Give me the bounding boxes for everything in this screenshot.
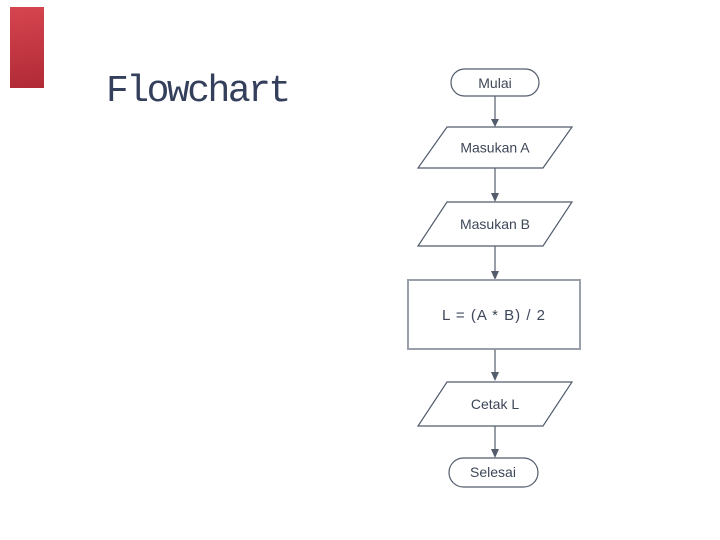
connector-process-to-output: [491, 349, 499, 381]
accent-bar: [10, 7, 44, 88]
terminator-shape: [448, 457, 539, 488]
flowchart-node-end: Selesai: [448, 457, 539, 488]
connector-start-to-input-a: [491, 96, 499, 127]
node-label-start: Mulai: [478, 75, 511, 91]
arrowhead: [491, 193, 499, 202]
node-label-process: L = (A * B) / 2: [442, 307, 546, 324]
arrowhead: [491, 372, 499, 381]
connector-output-to-end: [491, 426, 499, 458]
node-label-input-b: Masukan B: [460, 216, 530, 232]
node-label-output: Cetak L: [471, 396, 519, 412]
connector-input-b-to-process: [491, 246, 499, 280]
parallelogram-shape: [416, 381, 574, 427]
process-shape: [407, 279, 581, 350]
parallelogram-shape: [416, 126, 574, 169]
slide-title: Flowchart: [106, 70, 291, 113]
arrowhead: [491, 449, 499, 458]
flowchart-node-input-a: Masukan A: [416, 126, 574, 169]
node-label-input-a: Masukan A: [460, 140, 530, 156]
flowchart-node-start: Mulai: [450, 68, 540, 97]
connector-input-a-to-input-b: [491, 168, 499, 202]
arrowhead: [491, 271, 499, 280]
parallelogram-shape: [416, 201, 574, 247]
arrowhead: [491, 119, 499, 127]
flowchart-node-process: L = (A * B) / 2: [407, 279, 581, 350]
terminator-shape: [450, 68, 540, 97]
flowchart-node-output: Cetak L: [416, 381, 574, 427]
node-label-end: Selesai: [470, 464, 516, 480]
flowchart-node-input-b: Masukan B: [416, 201, 574, 247]
